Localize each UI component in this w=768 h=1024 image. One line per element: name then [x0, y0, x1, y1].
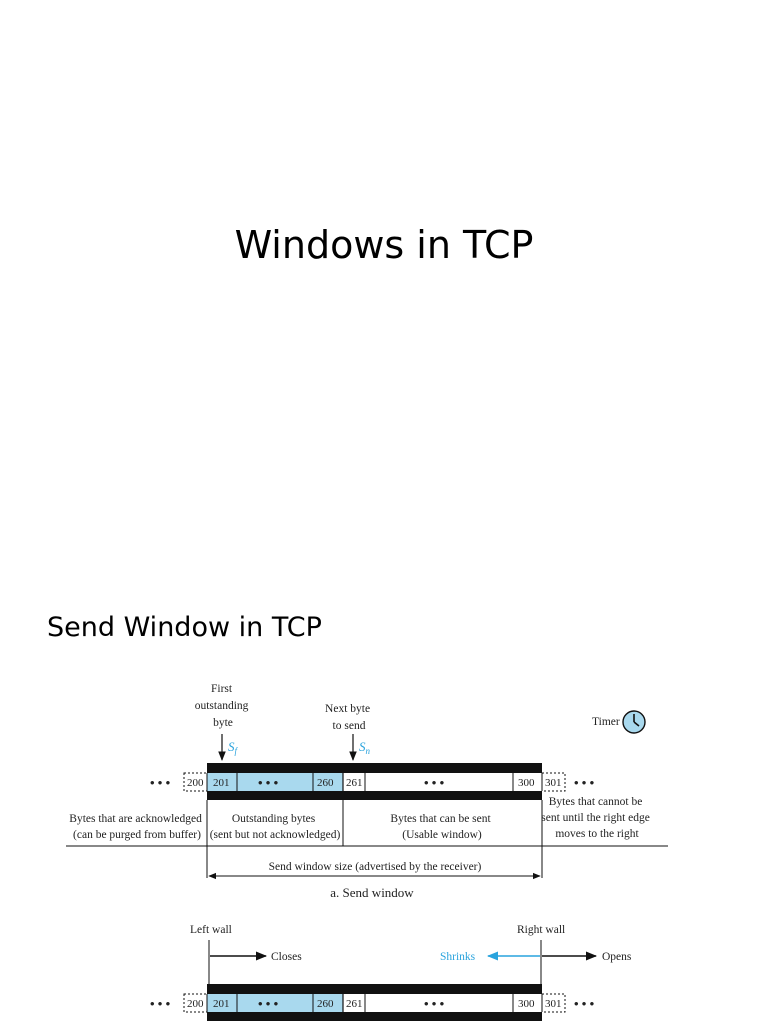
outstanding-region — [207, 773, 343, 791]
window-size-label: Send window size (advertised by the rece… — [269, 861, 482, 873]
cell-260: 260 — [317, 777, 334, 789]
cell2-261: 261 — [346, 998, 363, 1010]
timer-label: Timer — [592, 716, 620, 728]
cell-201: 201 — [213, 777, 230, 789]
clock-icon — [622, 710, 646, 734]
first-outstanding-label: First outstanding byte — [195, 683, 252, 729]
cell2-300: 300 — [518, 998, 535, 1010]
cell-200: 200 — [187, 777, 204, 789]
outstanding-region-label: Outstanding bytes (sent but not acknowle… — [210, 813, 341, 841]
shrinks-label: Shrinks — [440, 951, 476, 963]
window-bar-bottom — [207, 791, 542, 800]
usable-region-label: Bytes that can be sent (Usable window) — [390, 813, 493, 841]
window-bar-top — [207, 763, 542, 773]
outstanding-region-2 — [207, 994, 343, 1012]
section-title: Send Window in TCP — [47, 612, 322, 643]
sn-pointer-label: Sn — [359, 739, 371, 756]
cell2-301: 301 — [545, 998, 562, 1010]
ellipsis-right: • • • — [574, 775, 595, 790]
slide-title: Windows in TCP — [234, 223, 534, 267]
cell-301: 301 — [545, 777, 562, 789]
cannot-send-region-label: Bytes that cannot be sent until the righ… — [541, 796, 652, 840]
ellipsis-usable: • • • — [424, 775, 445, 790]
acknowledged-region-label: Bytes that are acknowledged (can be purg… — [69, 813, 204, 841]
closes-label: Closes — [271, 951, 302, 963]
cell2-260: 260 — [317, 998, 334, 1010]
ellipsis2-right: • • • — [574, 996, 595, 1011]
cell-200-box — [183, 772, 208, 792]
ellipsis2-usable: • • • — [424, 996, 445, 1011]
caption: a. Send window — [330, 885, 414, 900]
cell2-301-box — [541, 993, 566, 1013]
usable-region — [343, 773, 542, 791]
cell-300: 300 — [518, 777, 535, 789]
left-wall-label: Left wall — [190, 924, 232, 936]
cell2-201: 201 — [213, 998, 230, 1010]
opens-label: Opens — [602, 951, 632, 963]
window-bar2-bottom — [207, 1012, 542, 1021]
right-wall-label: Right wall — [517, 924, 565, 936]
window-bar2-top — [207, 984, 542, 994]
send-window-diagram: First outstanding byte Sf Next byte to s… — [66, 683, 668, 1021]
next-byte-label: Next byte to send — [325, 703, 373, 732]
ellipsis-left: • • • — [150, 775, 171, 790]
cell2-200-box — [183, 993, 208, 1013]
ellipsis2-left: • • • — [150, 996, 171, 1011]
ellipsis2-outstanding: • • • — [258, 996, 279, 1011]
ellipsis-outstanding: • • • — [258, 775, 279, 790]
cell-301-box — [541, 772, 566, 792]
cell-261: 261 — [346, 777, 363, 789]
sf-pointer-label: Sf — [228, 739, 239, 756]
cell2-200: 200 — [187, 998, 204, 1010]
